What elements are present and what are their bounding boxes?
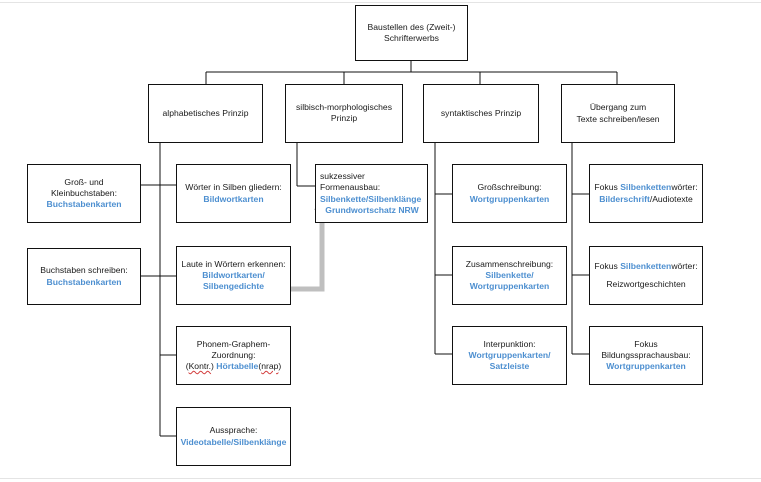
- f2-highlight: Silbenketten: [620, 261, 672, 272]
- root-line1: Baustellen des (Zweit-): [367, 21, 456, 32]
- write-letters-material: Buchstabenkarten: [46, 276, 122, 287]
- academic-language-line1: Fokus: [634, 338, 658, 349]
- form-development-material2: Grundwortschatz NRW: [325, 204, 419, 215]
- transition-line1: Übergang zum: [589, 102, 647, 113]
- academic-language-material: Wortgruppenkarten: [606, 361, 686, 372]
- pronunciation-box: Aussprache: Videotabelle/Silbenklänge: [176, 407, 291, 466]
- capitalization-box: Großschreibung: Wortgruppenkarten: [452, 164, 567, 223]
- pronunciation-material: Videotabelle/Silbenklänge: [180, 436, 287, 447]
- pg-paren-close2: ): [278, 361, 282, 372]
- principle-syntax-box: syntaktisches Prinzip: [423, 84, 539, 143]
- academic-language-line2: Bildungssprachausbau:: [601, 349, 691, 360]
- compound-writing-material1: Silbenkette/: [485, 269, 534, 280]
- focus-chains-stories-title: Fokus Silbenkettenwörter:: [594, 261, 697, 272]
- compound-writing-material2: Wortgruppenkarten: [469, 281, 550, 292]
- syllable-segmentation-box: Wörter in Silben gliedern: Bildwortkarte…: [176, 164, 291, 223]
- pg-paren-open: (: [185, 361, 189, 372]
- pg-nrap: nrap: [261, 361, 279, 372]
- punctuation-title: Interpunktion:: [483, 338, 536, 349]
- write-letters-box: Buchstaben schreiben: Buchstabenkarten: [27, 248, 141, 305]
- upper-lower-case-box: Groß- und Kleinbuchstaben: Buchstabenkar…: [27, 164, 141, 223]
- bottom-frame-line: [0, 478, 761, 479]
- principle-morph-line2: Prinzip: [330, 113, 358, 124]
- f2-suffix: wörter:: [671, 261, 698, 272]
- transition-box: Übergang zum Texte schreiben/lesen: [561, 84, 675, 143]
- compound-writing-title: Zusammenschreibung:: [465, 258, 554, 269]
- f1-audiotexte: /Audiotexte: [649, 193, 693, 204]
- phoneme-grapheme-box: Phonem-Graphem- Zuordnung: (Kontr.) Hört…: [176, 326, 291, 385]
- f1-prefix: Fokus: [594, 182, 621, 193]
- focus-chains-stories-material: Reizwortgeschichten: [606, 278, 686, 289]
- capitalization-title: Großschreibung:: [477, 182, 542, 193]
- principle-syntax-label: syntaktisches Prinzip: [440, 107, 522, 118]
- upper-lower-case-material: Buchstabenkarten: [46, 199, 122, 210]
- pg-paren-open2: (: [258, 361, 262, 372]
- form-development-box: sukzessiver Formenausbau: Silbenkette/Si…: [315, 164, 428, 223]
- phoneme-grapheme-material: (Kontr.) Hörtabelle(nrap): [186, 361, 282, 372]
- pg-hoertabelle: Hörtabelle: [216, 361, 259, 372]
- pronunciation-title: Aussprache:: [209, 425, 258, 436]
- root-line2: Schrifterwerbs: [384, 33, 439, 43]
- f1-suffix: wörter:: [671, 182, 698, 193]
- root-box: Baustellen des (Zweit-) Schrifterwerbs: [355, 5, 468, 61]
- compound-writing-box: Zusammenschreibung: Silbenkette/ Wortgru…: [452, 246, 567, 305]
- principle-alphabetic-box: alphabetisches Prinzip: [148, 84, 263, 143]
- punctuation-material1: Wortgruppenkarten/: [468, 349, 551, 360]
- phoneme-grapheme-line1: Phonem-Graphem-: [196, 338, 271, 349]
- focus-chains-images-material: Bilderschrift/Audiotexte: [599, 194, 693, 205]
- punctuation-box: Interpunktion: Wortgruppenkarten/ Satzle…: [452, 326, 567, 385]
- pg-kontr: Kontr.: [188, 361, 212, 372]
- upper-lower-case-title: Groß- und Kleinbuchstaben:: [51, 176, 117, 198]
- pg-paren-close: ): [211, 361, 217, 372]
- f1-bilderschrift: Bilderschrift: [599, 193, 650, 204]
- sound-recognition-material1: Bildwortkarten/: [202, 269, 265, 280]
- f2-prefix: Fokus: [594, 261, 621, 272]
- top-frame-line: [0, 2, 761, 3]
- focus-chains-images-title: Fokus Silbenkettenwörter:: [594, 182, 697, 193]
- syllable-segmentation-title: Wörter in Silben gliedern:: [185, 182, 282, 193]
- principle-alphabetic-label: alphabetisches Prinzip: [162, 107, 249, 118]
- sound-recognition-title: Laute in Wörtern erkennen:: [181, 258, 286, 269]
- form-development-material1: Silbenkette/Silbenklänge: [320, 193, 422, 204]
- form-development-title: sukzessiver Formenausbau:: [320, 171, 381, 193]
- focus-chains-stories-box: Fokus Silbenkettenwörter: Reizwortgeschi…: [589, 246, 703, 305]
- punctuation-material2: Satzleiste: [489, 361, 530, 372]
- sound-recognition-material2: Silbengedichte: [202, 281, 265, 292]
- sound-recognition-box: Laute in Wörtern erkennen: Bildwortkarte…: [176, 246, 291, 305]
- principle-morph-line1: silbisch-morphologisches: [295, 102, 392, 112]
- academic-language-box: Fokus Bildungssprachausbau: Wortgruppenk…: [589, 326, 703, 385]
- transition-line2: Texte schreiben/lesen: [576, 113, 660, 124]
- f1-highlight: Silbenketten: [620, 182, 672, 193]
- focus-chains-images-box: Fokus Silbenkettenwörter: Bilderschrift/…: [589, 164, 703, 223]
- syllable-segmentation-material: Bildwortkarten: [203, 193, 264, 204]
- principle-morph-box: silbisch-morphologisches Prinzip: [285, 84, 403, 143]
- phoneme-grapheme-line2: Zuordnung:: [211, 349, 256, 360]
- capitalization-material: Wortgruppenkarten: [469, 193, 550, 204]
- write-letters-title: Buchstaben schreiben:: [40, 265, 128, 276]
